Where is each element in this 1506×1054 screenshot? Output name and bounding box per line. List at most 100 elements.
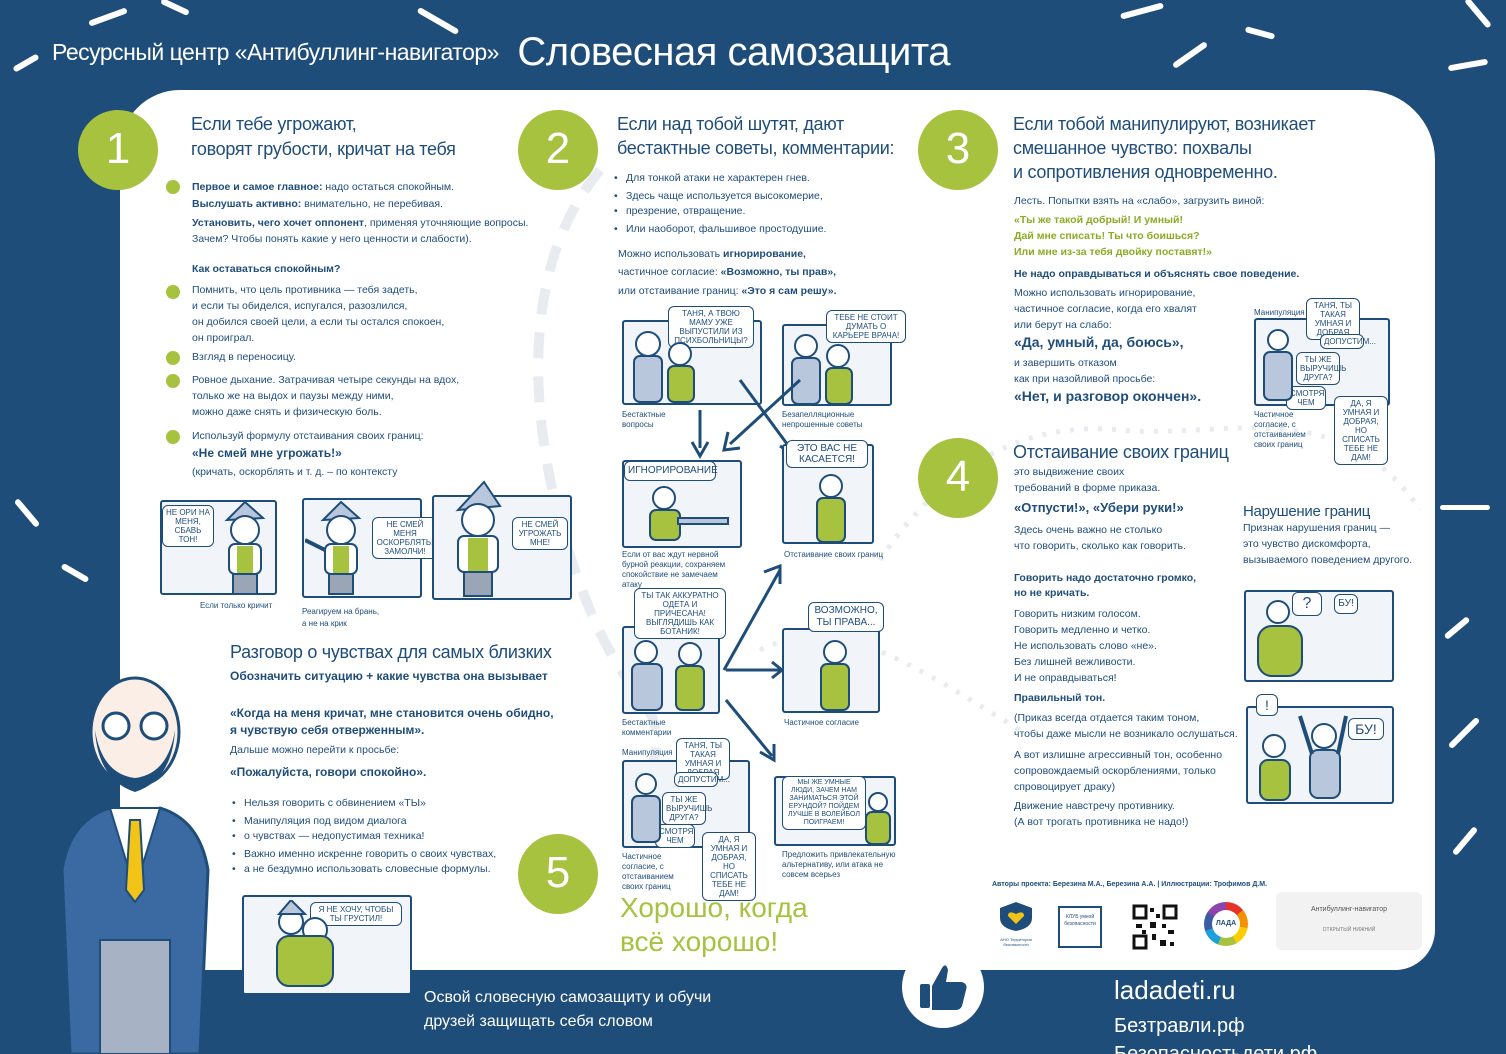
branch-arrows xyxy=(722,563,785,763)
decor-dash xyxy=(1447,716,1481,750)
speech-bubble: ТЫ ТАК АККУРАТНО ОДЕТА И ПРИЧЕСАНА! ВЫГЛ… xyxy=(634,588,726,639)
decor-dash xyxy=(1443,616,1471,640)
s3-caption-manip: Манипуляция xyxy=(1254,308,1305,317)
violation-heading: Нарушение границ xyxy=(1243,503,1371,520)
violation-line-3: вызываемого поведением другого. xyxy=(1243,554,1413,566)
s3-quote-1: «Ты же такой добрый! И умный! xyxy=(1014,214,1183,226)
s2-caption-questions: Бестактные вопросы xyxy=(622,410,666,429)
s1-c1-l4: он проиграл. xyxy=(192,332,255,344)
list-item-cont-text: презрение, отвращение. xyxy=(626,205,746,217)
s3-no-justify: Не надо оправдываться и объяснять свое п… xyxy=(1014,268,1300,280)
list-item-cont-text: а не бездумно использовать словесные фор… xyxy=(244,863,491,875)
s1-c1-l2: и если ты обиделся, испугался, разозлилс… xyxy=(192,300,408,312)
footer-site-1[interactable]: ladadeti.ru xyxy=(1114,975,1236,1005)
speech-bubble: БУ! xyxy=(1334,594,1358,614)
s1-caption-2-l2: а не на крик xyxy=(302,619,347,628)
s2-caption-alt: Предложить привлекательную альтернативу,… xyxy=(782,850,896,879)
logo-club: КЛУБ умной безопасности xyxy=(1058,906,1102,948)
s4-rule-5: И не оправдываться! xyxy=(1014,672,1117,684)
s1-c1-l3: он добился своей цели, а если ты остался… xyxy=(192,316,445,328)
s1-b1: Первое и самое главное: надо остаться сп… xyxy=(192,179,454,195)
speech-bubble: ТЫ ЖЕ ВЫРУЧИШЬ ДРУГА? xyxy=(662,792,712,825)
s2-list: Для тонкой атаки не характерен гнев. Зде… xyxy=(614,171,826,237)
s1-b3-line2: Зачем? Чтобы понять какие у него ценност… xyxy=(192,233,472,245)
speech-bubble: Я НЕ ХОЧУ, ЧТОБЫ ТЫ ГРУСТИЛ! xyxy=(310,902,402,926)
speech-bubble: ТАНЯ, А ТВОЮ МАМУ УЖЕ ВЫПУСТИЛИ ИЗ ПСИХБ… xyxy=(668,306,754,348)
s3-text-5: как при назойливой просьбе: xyxy=(1014,373,1156,385)
decor-dash xyxy=(1244,26,1276,40)
footer-cta-line2: друзей защищать себя словом xyxy=(424,1013,653,1030)
s3-caption-partial: Частичное согласие, с отстаиванием своих… xyxy=(1254,410,1306,449)
girl-smiling-icon xyxy=(865,792,891,845)
s3-text-4: и завершить отказом xyxy=(1014,357,1117,369)
s4-move-2: (А вот трогать противника не надо!) xyxy=(1014,816,1189,828)
s1-b2: Выслушать активно: внимательно, не переб… xyxy=(192,196,443,212)
s4-move-1: Движение навстречу противнику. xyxy=(1014,800,1175,812)
s4-def-1: это выдвижение своих xyxy=(1014,466,1125,478)
s1-c3-l3: можно даже снять и физическую боль. xyxy=(192,406,382,418)
logo-antibullying: Антибуллинг-навигатор ОТКРЫТЫЙ НИЖНИЙ xyxy=(1276,892,1422,950)
s1-c2: Взгляд в переносицу. xyxy=(192,351,296,363)
list-item-cont: презрение, отвращение. xyxy=(614,204,826,219)
s4-loud-2: но не кричать. xyxy=(1014,587,1090,599)
list-item-cont: а не бездумно использовать словесные фор… xyxy=(232,862,496,877)
s4-rule-2: Говорить медленно и четко. xyxy=(1014,624,1151,636)
s4-commands: «Отпусти!», «Убери руки!» xyxy=(1014,500,1184,515)
section-2-number: 2 xyxy=(518,110,598,190)
resource-center-name: Ресурсный центр «Антибуллинг-навигатор» xyxy=(52,39,499,65)
s4-loud-1: Говорить надо достаточно громко, xyxy=(1014,572,1197,584)
page-header: Ресурсный центр «Антибуллинг-навигатор» … xyxy=(52,30,950,75)
feelings-then: Дальше можно перейти к просьбе: xyxy=(230,744,400,756)
s1-b2-text: внимательно, не перебивая. xyxy=(301,198,443,210)
s2-use-l3: или отстаивание границ: «Это я сам решу»… xyxy=(618,283,837,299)
speech-bubble: ВОЗМОЖНО, ТЫ ПРАВА... xyxy=(808,602,884,632)
section-3-number: 3 xyxy=(918,110,998,190)
s2-use-l3-text: или отстаивание границ: xyxy=(618,285,742,297)
s2-heading-line1: Если над тобой шутят, дают xyxy=(617,114,844,134)
speech-bubble: ЭТО ВАС НЕ КАСАЕТСЯ! xyxy=(786,440,868,468)
s4-def-2: требований в форме приказа. xyxy=(1014,482,1161,494)
boy-figure-icon xyxy=(224,500,266,595)
s1-b3: Установить, чего хочет оппонент, применя… xyxy=(192,215,528,231)
s3-text-3: или берут на слабо: xyxy=(1014,319,1112,331)
list-item: Или наоборот, фальшивое простодушие. xyxy=(614,222,826,237)
s1-b3-bold: Установить, чего хочет оппонент xyxy=(192,217,365,229)
s1-b1-text: надо остаться спокойным. xyxy=(322,181,455,193)
hugging-children-icon xyxy=(276,900,334,987)
shield-heart-icon xyxy=(1000,902,1032,931)
footer-site-3[interactable]: Безопасностьдети.рф xyxy=(1114,1043,1318,1054)
bullet-dot xyxy=(166,374,180,388)
s3-answer-1: «Да, умный, да, боюсь», xyxy=(1014,334,1184,350)
s2-caption-manip: Манипуляция xyxy=(622,748,673,757)
feelings-quote2: «Пожалуйста, говори спокойно». xyxy=(230,765,427,779)
logo-territory: АНО Территория безопасности xyxy=(996,900,1036,952)
bullet-dot xyxy=(166,285,180,299)
speech-bubble: ? xyxy=(1292,592,1322,616)
s3-heading-line1: Если тобой манипулируют, возникает xyxy=(1013,114,1316,134)
decor-dash xyxy=(1440,505,1490,510)
s4-aggr-3: спровоцирует драку) xyxy=(1014,781,1116,793)
s3-intro: Лесть. Попытки взять на «слабо», загрузи… xyxy=(1014,195,1265,207)
speech-bubble: МЫ ЖЕ УМНЫЕ ЛЮДИ, ЗАЧЕМ НАМ ЗАНИМАТЬСЯ Э… xyxy=(782,776,866,830)
decor-dash xyxy=(1447,58,1489,72)
decor-dash xyxy=(88,7,128,27)
decor-dash xyxy=(13,498,41,528)
speech-bubble: ТАНЯ, ТЫ ТАКАЯ УМНАЯ И ДОБРАЯ xyxy=(1306,298,1360,340)
decor-dash xyxy=(1464,0,1492,29)
footer-cta-line1: Освой словесную самозащиту и обучи xyxy=(424,989,712,1006)
speech-bubble: НЕ СМЕЙ МЕНЯ ОСКОРБЛЯТЬ! ЗАМОЛЧИ! xyxy=(372,517,438,559)
s1-b1-bold: Первое и самое главное: xyxy=(192,181,323,193)
footer-site-2[interactable]: Безтравли.рф xyxy=(1114,1015,1245,1037)
section-4-number: 4 xyxy=(918,438,998,518)
s3-heading-line3: и сопротивления одновременно. xyxy=(1013,162,1278,182)
s1-caption-1: Если только кричит xyxy=(200,601,273,610)
s4-tone-1: (Приказ всегда отдается таким тоном, xyxy=(1014,712,1200,724)
s1-calm-heading: Как оставаться спокойным? xyxy=(192,263,341,275)
s4-heading: Отстаивание своих границ xyxy=(1013,442,1229,462)
speech-bubble: НЕ СМЕЙ УГРОЖАТЬ МНЕ! xyxy=(512,517,568,550)
speech-bubble: ДА, Я УМНАЯ И ДОБРАЯ, НО СПИСАТЬ ТЕБЕ НЕ… xyxy=(702,832,756,901)
decor-dash xyxy=(160,0,190,17)
s4-rule-1: Говорить низким голосом. xyxy=(1014,608,1141,620)
s4-rule-4: Без лишней вежливости. xyxy=(1014,656,1136,668)
s2-caption-partial2: Частичное согласие, с отстаиванием своих… xyxy=(622,852,674,891)
